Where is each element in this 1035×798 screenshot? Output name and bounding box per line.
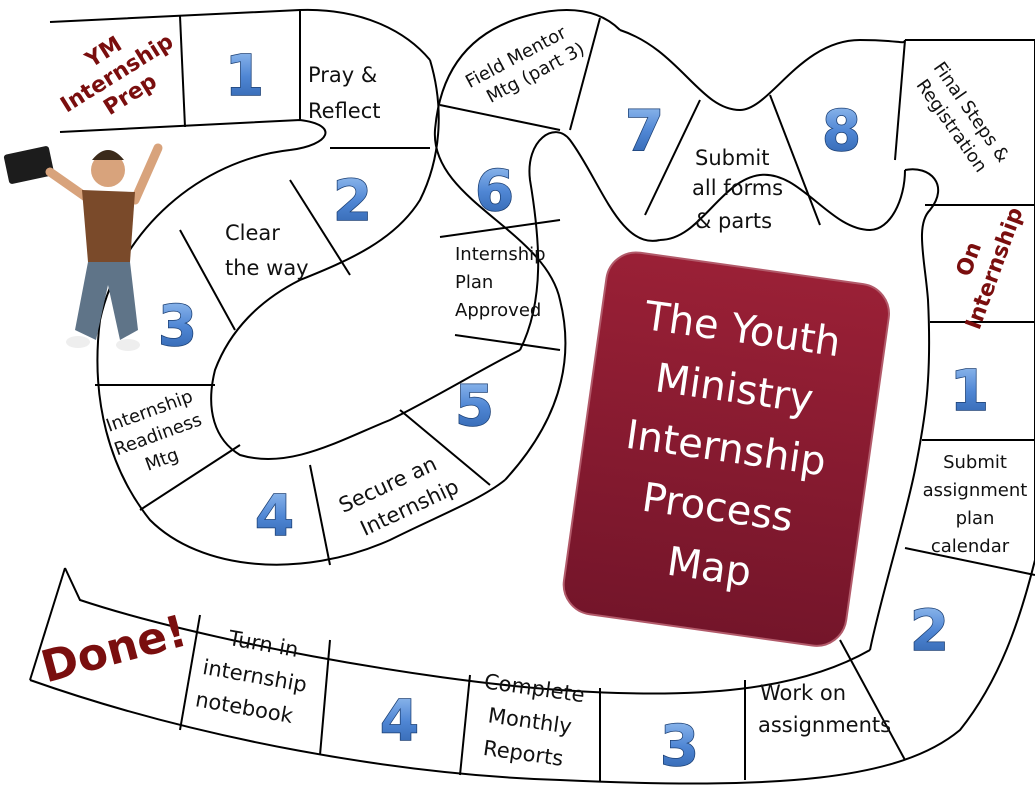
prep-step-8: 8 — [822, 99, 861, 164]
plan-approved-line-3: Approved — [455, 300, 541, 321]
prep-step-4: 4 — [255, 484, 294, 549]
done-label: Done! — [36, 606, 192, 694]
space-final-steps[interactable]: Final Steps & Registration — [909, 58, 1014, 180]
prep-step-2: 2 — [333, 169, 372, 234]
notebook-line-3: notebook — [194, 687, 296, 728]
submit-assignment-line-3: plan — [956, 508, 995, 529]
clear-way-line-1: Clear — [225, 221, 280, 245]
space-submit-forms[interactable]: Submit all forms & parts — [692, 146, 783, 233]
submit-assignment-line-2: assignment — [923, 480, 1028, 501]
space-submit-assignment[interactable]: Submit assignment plan calendar — [923, 452, 1028, 557]
plan-approved-line-1: Internship — [455, 244, 546, 265]
space-monthly-reports[interactable]: Complete Monthly Reports — [473, 669, 587, 772]
submit-forms-line-1: Submit — [695, 146, 770, 170]
jumping-student-illustration — [3, 143, 163, 351]
prep-step-5: 5 — [455, 374, 494, 439]
work-line-1: Work on — [760, 681, 846, 705]
plan-approved-line-2: Plan — [455, 272, 493, 293]
track-outline — [29, 8, 1035, 785]
submit-assignment-line-4: calendar — [931, 536, 1010, 557]
submit-assignment-line-1: Submit — [943, 452, 1007, 473]
prep-start-label: YM Internship Prep — [56, 29, 178, 121]
space-secure-internship[interactable]: Secure an Internship — [335, 447, 462, 545]
space-work-assignments[interactable]: Work on assignments — [758, 681, 891, 737]
pray-reflect-line-2: Reflect — [308, 99, 381, 123]
prep-step-7: 7 — [625, 99, 664, 164]
pray-reflect-line-1: Pray & — [308, 63, 377, 87]
prep-step-1: 1 — [225, 44, 264, 109]
space-turn-in-notebook[interactable]: Turn in internship notebook — [194, 622, 315, 729]
prep-step-6: 6 — [475, 159, 514, 224]
space-clear-way[interactable]: Clear the way — [225, 221, 309, 280]
reports-line-3: Reports — [482, 736, 565, 771]
reports-line-2: Monthly — [487, 703, 574, 738]
clear-way-line-2: the way — [225, 256, 309, 280]
prep-step-3: 3 — [158, 294, 197, 359]
work-line-2: assignments — [758, 713, 891, 737]
reports-line-1: Complete — [483, 669, 587, 707]
space-pray-reflect[interactable]: Pray & Reflect — [308, 63, 381, 123]
space-plan-approved[interactable]: Internship Plan Approved — [455, 244, 546, 321]
title-card: The Youth Ministry Internship Process Ma… — [562, 251, 890, 647]
notebook-line-1: Turn in — [226, 626, 300, 662]
on-step-4: 4 — [380, 689, 419, 754]
on-step-1: 1 — [950, 359, 989, 424]
submit-forms-line-2: all forms — [692, 176, 783, 200]
on-step-3: 3 — [660, 714, 699, 779]
space-field-mentor[interactable]: Field Mentor Mtg (part 3) — [462, 18, 588, 113]
on-step-2: 2 — [910, 599, 949, 664]
submit-forms-line-3: & parts — [695, 209, 772, 233]
on-internship-label: On Internship — [952, 204, 1029, 333]
